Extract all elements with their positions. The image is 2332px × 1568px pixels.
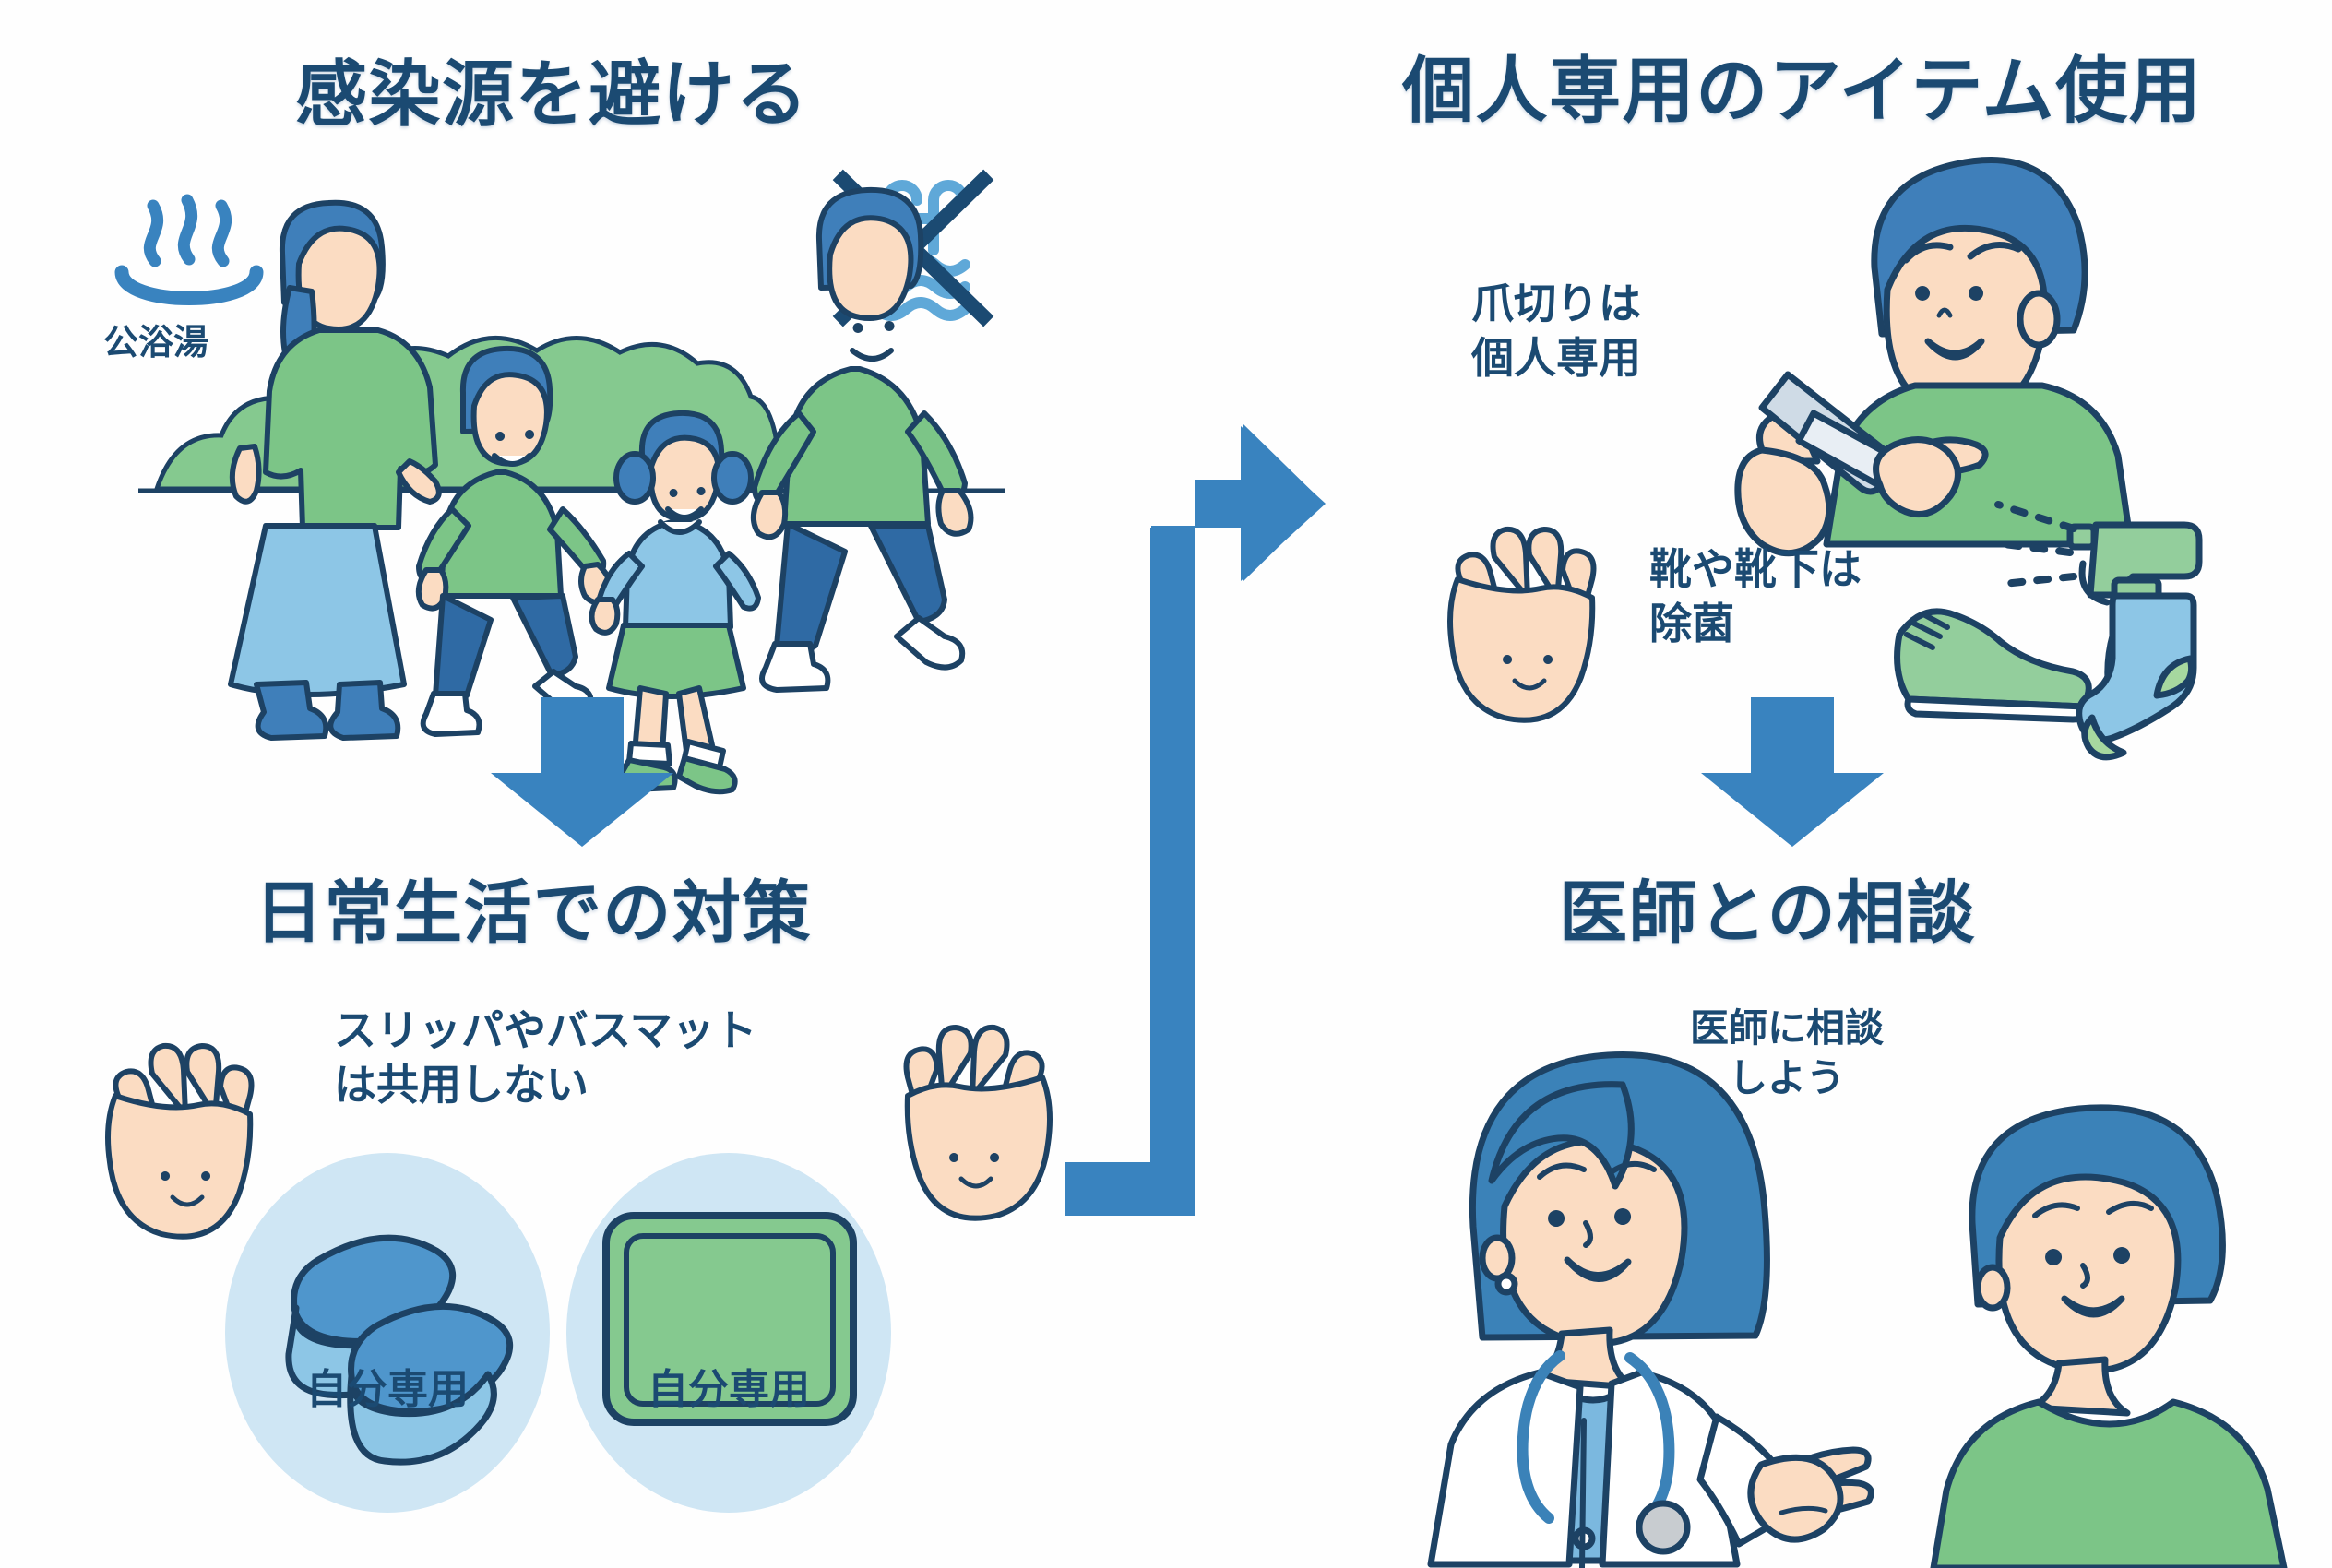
elbow-connector-arrow — [1065, 415, 1398, 1218]
top-right-section-title: 個人専用のアイテム使用 — [1402, 50, 2203, 131]
badge-label-bathmat: 自分専用 — [648, 1367, 810, 1412]
waving-hand-icon — [1430, 526, 1614, 738]
waving-hand-right-icon — [886, 1024, 1070, 1236]
bottom-left-section-title: 日常生活での対策 — [255, 874, 812, 951]
family-walking-illustration — [101, 184, 1033, 795]
doctor-consult-caption: 医師に相談 しよう — [1690, 1006, 1885, 1099]
man-with-nail-clipper — [1734, 157, 2232, 557]
top-left-section-title: 感染源を避ける — [295, 53, 809, 135]
bottom-right-section-title: 医師との相談 — [1559, 874, 1977, 951]
shoe-disinfect-caption: 靴や靴下は 除菌 — [1649, 545, 1862, 647]
list-item — [217, 1144, 558, 1513]
bathhouse-label: 公浴湯 — [103, 324, 209, 362]
right-down-arrow — [1688, 697, 1897, 849]
waving-hand-left-icon — [88, 1042, 272, 1254]
slipper-caption: スリッパやバスマット は共用しない — [334, 1006, 757, 1109]
male-patient-illustration — [1900, 1098, 2332, 1568]
hot-spring-icon — [101, 180, 277, 309]
list-item — [558, 1144, 899, 1513]
female-doctor-illustration — [1388, 1051, 1979, 1568]
nail-clipper-caption: 爪切りは 個人専用 — [1471, 279, 1641, 382]
left-down-arrow — [478, 697, 686, 849]
badge-label-slippers: 自分専用 — [306, 1367, 469, 1412]
sock-icon — [2076, 583, 2242, 767]
